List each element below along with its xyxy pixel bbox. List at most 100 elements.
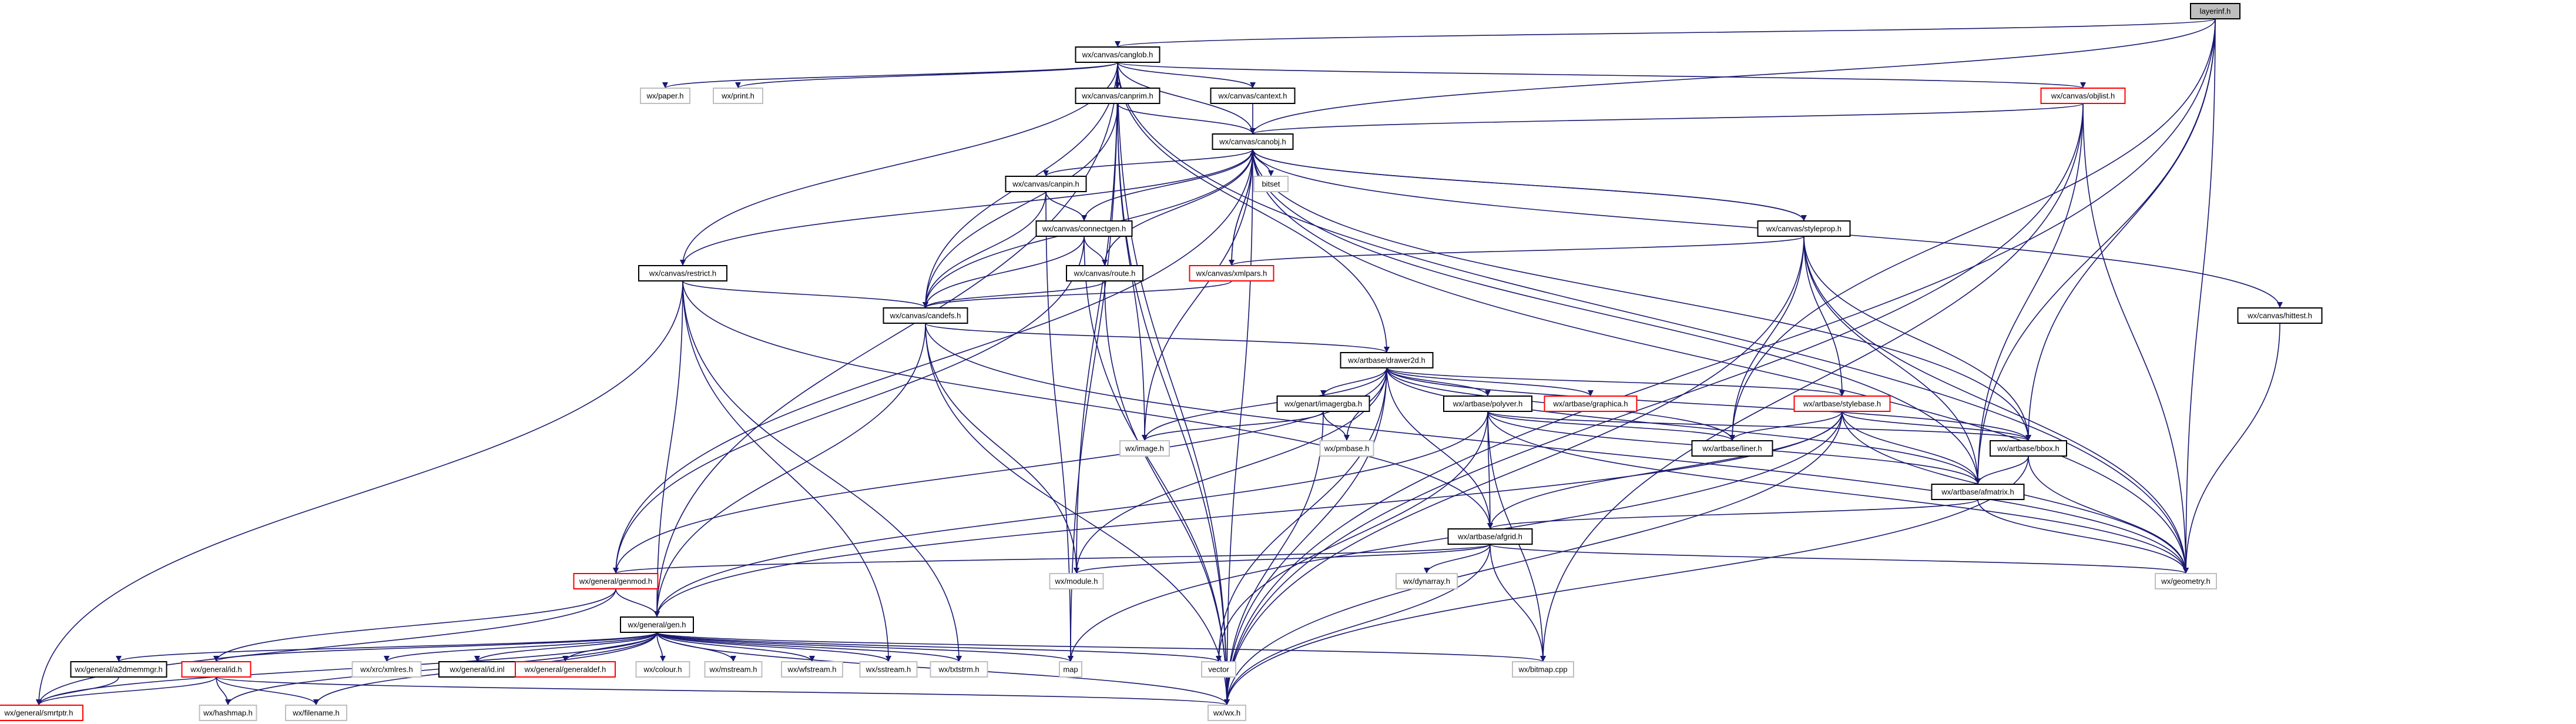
- node-canglob[interactable]: wx/canvas/canglob.h: [1075, 46, 1160, 63]
- edge-gen-to-bitmap: [656, 632, 1546, 662]
- node-sstream[interactable]: wx/sstream.h: [859, 661, 918, 678]
- node-canpin[interactable]: wx/canvas/canpin.h: [1005, 176, 1087, 192]
- edge-drawer2d-to-afmatrix: [1386, 367, 1981, 485]
- node-box: [1793, 395, 1891, 412]
- node-vector[interactable]: vector: [1201, 661, 1236, 678]
- node-filename[interactable]: wx/filename.h: [285, 705, 347, 721]
- edge-afgrid-to-geometry: [1490, 544, 2189, 574]
- node-canprim[interactable]: wx/canvas/canprim.h: [1075, 88, 1160, 104]
- node-label: wx/canvas/hittest.h: [2247, 311, 2312, 320]
- node-geometry[interactable]: wx/geometry.h: [2155, 573, 2217, 589]
- node-box: [2040, 88, 2126, 104]
- node-connectgen[interactable]: wx/canvas/connectgen.h: [1035, 220, 1133, 237]
- edge-candefs-to-drawer2d: [925, 323, 1390, 353]
- node-label: wx/xrc/xmlres.h: [360, 665, 413, 674]
- node-cantext[interactable]: wx/canvas/cantext.h: [1210, 88, 1296, 104]
- node-bbox[interactable]: wx/artbase/bbox.h: [1990, 440, 2067, 457]
- node-route[interactable]: wx/canvas/route.h: [1066, 265, 1143, 281]
- node-xrcxmlres[interactable]: wx/xrc/xmlres.h: [351, 661, 422, 678]
- edge-canglob-to-map: [1068, 62, 1118, 662]
- edge-stylebase-to-afgrid: [1487, 411, 1843, 529]
- node-pmbase[interactable]: wx/pmbase.h: [1319, 440, 1374, 457]
- node-drawer2d[interactable]: wx/artbase/drawer2d.h: [1340, 352, 1434, 368]
- node-colour[interactable]: wx/colour.h: [635, 661, 690, 678]
- edge-objlist-to-afmatrix: [1975, 103, 2084, 485]
- edge-stylepropr-to-liner: [1729, 236, 1804, 441]
- edge-drawer2d-to-vector: [1216, 367, 1387, 662]
- edge-id-to-smrtptr: [36, 676, 217, 706]
- node-box: [181, 661, 251, 678]
- node-box: [515, 661, 616, 678]
- node-hittest[interactable]: wx/canvas/hittest.h: [2237, 307, 2323, 324]
- node-stylebase[interactable]: wx/artbase/stylebase.h: [1793, 395, 1891, 412]
- node-box: [883, 307, 968, 324]
- node-afgrid[interactable]: wx/artbase/afgrid.h: [1447, 528, 1533, 545]
- node-restrict[interactable]: wx/canvas/restrict.h: [638, 265, 727, 281]
- edge-xmlpars-to-canobj: [1231, 149, 1256, 266]
- node-label: wx/wfstream.h: [787, 665, 836, 674]
- node-box: [1075, 46, 1160, 63]
- node-hashmap[interactable]: wx/hashmap.h: [199, 705, 257, 721]
- edge-stylepropr-to-wxh: [1224, 236, 1804, 706]
- node-bitmap[interactable]: wx/bitmap.cpp: [1512, 661, 1574, 678]
- node-xmlpars[interactable]: wx/canvas/xmlpars.h: [1189, 265, 1274, 281]
- node-polyver[interactable]: wx/artbase/polyver.h: [1443, 395, 1532, 412]
- node-map[interactable]: map: [1059, 661, 1082, 678]
- edge-canobj-to-geometry: [1252, 149, 2189, 574]
- node-layerinf[interactable]: layerinf.h: [2190, 3, 2240, 19]
- node-txtstrm[interactable]: wx/txtstrm.h: [930, 661, 988, 678]
- edge-canobj-to-connectgen: [1081, 149, 1253, 222]
- node-box: [859, 661, 918, 678]
- node-label: bitset: [1262, 180, 1280, 189]
- node-label: wx/wx.h: [1213, 709, 1240, 718]
- node-dynarray[interactable]: wx/dynarray.h: [1396, 573, 1458, 589]
- node-label: wx/dynarray.h: [1403, 577, 1450, 586]
- node-wxpaper[interactable]: wx/paper.h: [640, 88, 690, 104]
- node-wxh[interactable]: wx/wx.h: [1208, 705, 1246, 721]
- node-stylepropr[interactable]: wx/canvas/styleprop.h: [1757, 220, 1851, 237]
- node-box: [1189, 265, 1274, 281]
- node-objlist[interactable]: wx/canvas/objlist.h: [2040, 88, 2126, 104]
- edge-layerinf-to-canglob: [1115, 18, 2216, 48]
- node-canobj[interactable]: wx/canvas/canobj.h: [1212, 133, 1294, 150]
- node-wfstream[interactable]: wx/wfstream.h: [781, 661, 843, 678]
- edge-restrict-to-sstream: [682, 280, 891, 662]
- edge-canobj-to-wximage: [1142, 149, 1253, 441]
- node-candefs[interactable]: wx/canvas/candefs.h: [883, 307, 968, 324]
- node-idinl[interactable]: wx/general/id.inl: [438, 661, 516, 678]
- node-wximage[interactable]: wx/image.h: [1119, 440, 1170, 457]
- edge-gen-to-idinl: [474, 632, 658, 662]
- node-generaldef[interactable]: wx/general/generaldef.h: [515, 661, 616, 678]
- node-a2dmemmgr[interactable]: wx/general/a2dmemmgr.h: [70, 661, 167, 678]
- node-imagergba[interactable]: wx/genart/imagergba.h: [1276, 395, 1370, 412]
- edge-genmod-to-gen: [615, 588, 660, 618]
- node-wxprint[interactable]: wx/print.h: [713, 88, 763, 104]
- node-liner[interactable]: wx/artbase/liner.h: [1691, 440, 1773, 457]
- node-afmatrix[interactable]: wx/artbase/afmatrix.h: [1931, 484, 2025, 500]
- node-id[interactable]: wx/general/id.h: [181, 661, 251, 678]
- node-wxmodule[interactable]: wx/module.h: [1049, 573, 1104, 589]
- node-graphica[interactable]: wx/artbase/graphica.h: [1544, 395, 1638, 412]
- edge-candefs-to-wxmodule: [925, 323, 1079, 574]
- node-label: wx/mstream.h: [709, 665, 757, 674]
- node-bitset[interactable]: bitset: [1253, 176, 1289, 192]
- node-box: [2155, 573, 2217, 589]
- node-box: [2190, 3, 2240, 19]
- edge-layerinf-to-liner: [1729, 18, 2216, 441]
- node-label: wx/genart/imagergba.h: [1284, 400, 1362, 408]
- node-smrtptr[interactable]: wx/general/smrtptr.h: [0, 705, 83, 721]
- edge-drawer2d-to-afgrid: [1386, 367, 1493, 529]
- node-box: [1075, 88, 1160, 104]
- node-box: [1035, 220, 1133, 237]
- edge-connectgen-to-candefs: [923, 236, 1085, 309]
- node-mstream[interactable]: wx/mstream.h: [704, 661, 763, 678]
- node-label: wx/general/gen.h: [627, 621, 686, 629]
- node-label: wx/canvas/cantext.h: [1217, 92, 1287, 100]
- node-box: [635, 661, 690, 678]
- node-gen[interactable]: wx/general/gen.h: [620, 616, 694, 633]
- node-box: [638, 265, 727, 281]
- node-genmod[interactable]: wx/general/genmod.h: [573, 573, 659, 589]
- edge-afgrid-to-bitmap: [1490, 544, 1546, 662]
- edge-afgrid-to-wxmodule: [1074, 544, 1491, 574]
- dependency-nodes: layerinf.h wx/canvas/canglob.h wx/paper.h w…: [0, 3, 2323, 721]
